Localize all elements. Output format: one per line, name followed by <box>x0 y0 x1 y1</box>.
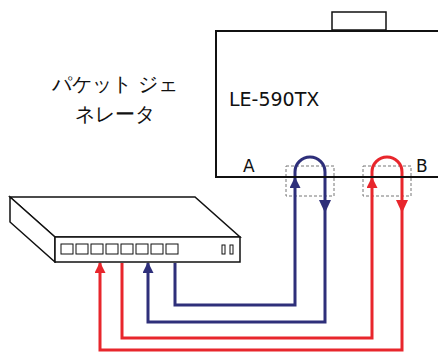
lan-port <box>61 244 73 254</box>
label-holder: B <box>416 156 428 176</box>
lan-port <box>151 244 163 254</box>
text-holder: パケット ジェネレータ <box>45 69 185 129</box>
port-outline <box>363 166 411 196</box>
lan-port <box>76 244 88 254</box>
cable-loop <box>372 157 402 178</box>
text-holder: LE-590TX <box>229 88 319 111</box>
generator-shape <box>8 195 244 263</box>
device-heading: パケット ジェネレータ <box>45 69 185 129</box>
device-tab <box>332 12 386 30</box>
side-face <box>10 197 55 262</box>
port-outline <box>286 166 334 196</box>
port-label: B <box>416 156 428 176</box>
device-name: LE-590TX <box>229 88 319 111</box>
lan-port <box>136 244 148 254</box>
indicator <box>230 245 233 254</box>
port-label: A <box>243 156 255 176</box>
device-box: LE-590TX <box>215 30 438 178</box>
front-face <box>55 237 240 262</box>
cable-loop <box>295 157 325 178</box>
lan-port <box>91 244 103 254</box>
packet-generator: パケット ジェネレータ <box>8 195 244 263</box>
lan-port <box>166 244 178 254</box>
indicator <box>222 245 225 254</box>
lan-port <box>121 244 133 254</box>
label-holder: A <box>243 156 255 176</box>
lan-port <box>106 244 118 254</box>
